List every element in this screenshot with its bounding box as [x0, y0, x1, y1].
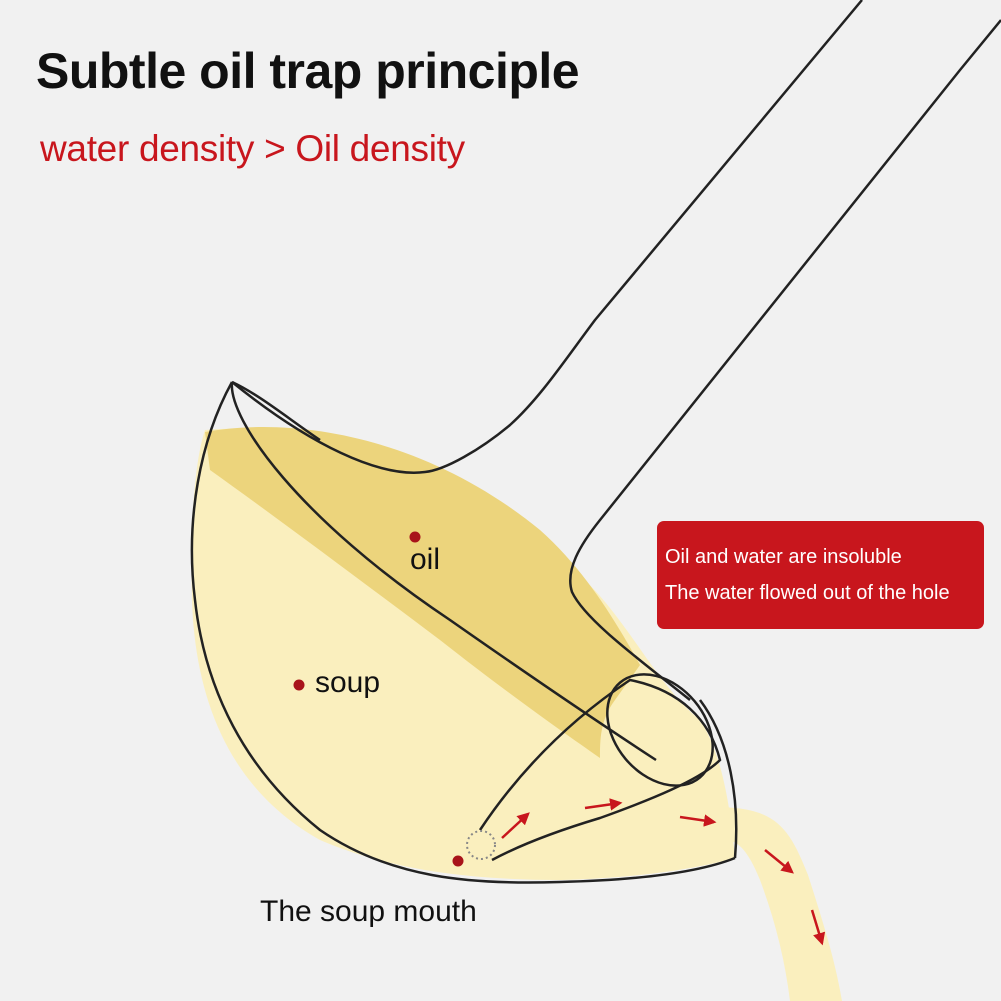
spout-mouth: [606, 673, 714, 787]
spout-lip: [698, 699, 738, 859]
info-line-2: The water flowed out of the hole: [665, 582, 950, 604]
soup-marker-dot: [293, 679, 305, 691]
flow-arrow-4: [764, 849, 794, 874]
flow-arrow-3: [679, 814, 717, 827]
flow-arrow-5: [810, 909, 826, 946]
oil-marker-dot: [409, 531, 421, 543]
bowl-rim-top: [231, 380, 321, 442]
info-box: Oil and water are insoluble The water fl…: [657, 521, 984, 629]
soup-label: soup: [315, 666, 381, 699]
oil-label: oil: [410, 543, 441, 576]
spout-tube: [478, 678, 722, 862]
outflow-stream: [600, 790, 842, 1001]
soup-mouth-label: The soup mouth: [260, 895, 477, 928]
subtitle: water density > Oil density: [40, 128, 465, 169]
info-line-1: Oil and water are insoluble: [665, 546, 902, 568]
flow-arrow-1: [501, 812, 530, 839]
handle-outline: [231, 0, 863, 474]
bowl-rim: [230, 381, 657, 762]
title: Subtle oil trap principle: [36, 43, 580, 99]
bowl-outline: [190, 381, 736, 884]
flow-arrow-2: [584, 798, 623, 811]
handle-outline-inner: [569, 19, 1001, 701]
mouth-marker-dot: [452, 855, 464, 867]
drain-hole: [466, 830, 496, 860]
